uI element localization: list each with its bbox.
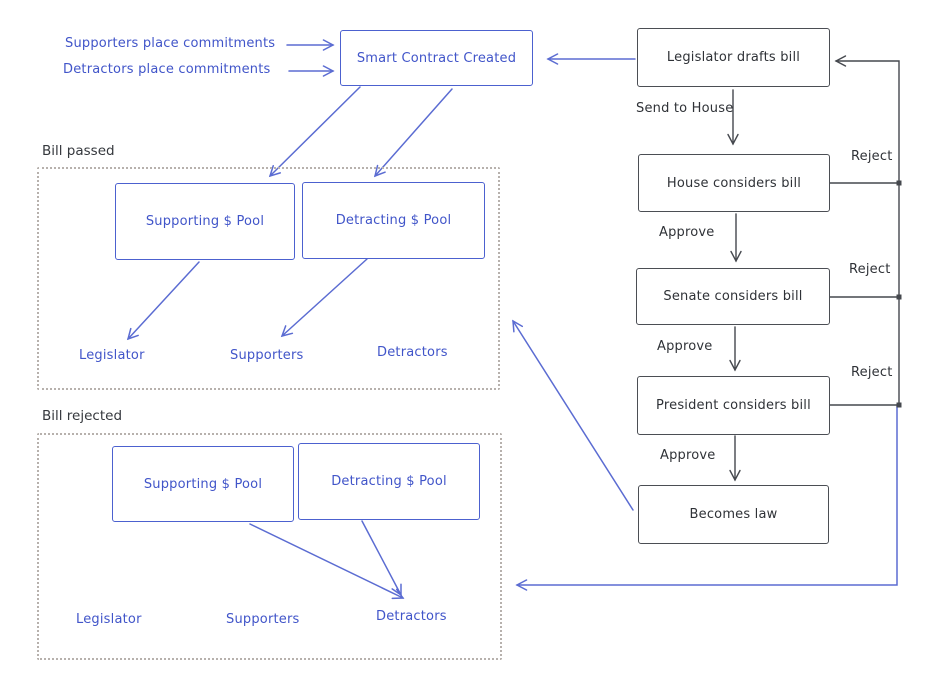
arrow-detracting-pool-to-supporters bbox=[280, 258, 368, 338]
container-bill-rejected bbox=[37, 433, 502, 660]
arrow-detracting-pool-to-detractors bbox=[361, 520, 402, 597]
node-house-considers-bill-label: House considers bill bbox=[666, 175, 802, 191]
label-detractors-place-commitments: Detractors place commitments bbox=[63, 62, 271, 77]
actor-supporters-rejected: Supporters bbox=[226, 612, 300, 627]
edge-label-send-to-house: Send to House bbox=[636, 101, 734, 116]
node-detracting-pool-rejected: Detracting $ Pool bbox=[298, 443, 480, 520]
node-legislator-drafts-bill-label: Legislator drafts bill bbox=[666, 50, 801, 65]
arrow-reject-loop-to-bill-rejected bbox=[515, 405, 898, 591]
actor-legislator-passed: Legislator bbox=[79, 348, 145, 363]
container-bill-passed bbox=[37, 167, 500, 390]
node-president-considers-bill: President considers bill bbox=[637, 376, 830, 435]
node-detracting-pool-passed: Detracting $ Pool bbox=[302, 182, 485, 259]
node-supporting-pool-passed-label: Supporting $ Pool bbox=[145, 214, 265, 229]
node-detracting-pool-passed-label: Detracting $ Pool bbox=[335, 213, 452, 228]
node-detracting-pool-rejected-label: Detracting $ Pool bbox=[331, 474, 447, 489]
node-becomes-law: Becomes law bbox=[638, 485, 829, 544]
edge-label-reject-president: Reject bbox=[851, 365, 893, 380]
node-senate-considers-bill: Senate considers bill bbox=[636, 268, 830, 325]
node-president-considers-bill-label: President considers bill bbox=[656, 398, 811, 413]
actor-detractors-rejected: Detractors bbox=[376, 609, 447, 624]
arrow-reject-loop-to-drafts bbox=[834, 55, 900, 406]
junction-dot bbox=[896, 294, 902, 300]
section-title-bill-rejected: Bill rejected bbox=[42, 408, 123, 424]
label-supporters-place-commitments: Supporters place commitments bbox=[65, 36, 276, 51]
arrow-supporting-pool-to-detractors bbox=[249, 523, 405, 600]
arrow-supporting-pool-to-legislator bbox=[126, 261, 200, 341]
node-house-considers-bill: House considers bill bbox=[638, 154, 830, 212]
node-supporting-pool-rejected: Supporting $ Pool bbox=[112, 446, 294, 522]
junction-dot bbox=[896, 402, 902, 408]
node-smart-contract-created-label: Smart Contract Created bbox=[356, 50, 517, 66]
section-title-bill-passed: Bill passed bbox=[42, 143, 115, 159]
edge-label-approve-senate: Approve bbox=[657, 339, 713, 354]
edge-label-reject-senate: Reject bbox=[849, 262, 891, 277]
actor-supporters-passed: Supporters bbox=[230, 348, 304, 363]
node-smart-contract-created: Smart Contract Created bbox=[340, 30, 533, 86]
edge-label-approve-president: Approve bbox=[660, 448, 716, 463]
node-becomes-law-label: Becomes law bbox=[689, 507, 778, 522]
arrow-contract-to-detracting-pool-passed bbox=[373, 88, 453, 178]
node-senate-considers-bill-label: Senate considers bill bbox=[663, 289, 803, 304]
junction-dot bbox=[896, 180, 902, 186]
node-supporting-pool-passed: Supporting $ Pool bbox=[115, 183, 295, 260]
arrow-becomes-law-to-bill-passed bbox=[512, 319, 634, 511]
actor-legislator-rejected: Legislator bbox=[76, 612, 142, 627]
edge-label-reject-house: Reject bbox=[851, 149, 893, 164]
edge-label-approve-house: Approve bbox=[659, 225, 715, 240]
arrow-contract-to-supporting-pool-passed bbox=[268, 86, 361, 178]
actor-detractors-passed: Detractors bbox=[377, 345, 448, 360]
node-supporting-pool-rejected-label: Supporting $ Pool bbox=[143, 476, 263, 492]
node-legislator-drafts-bill: Legislator drafts bill bbox=[637, 28, 830, 87]
